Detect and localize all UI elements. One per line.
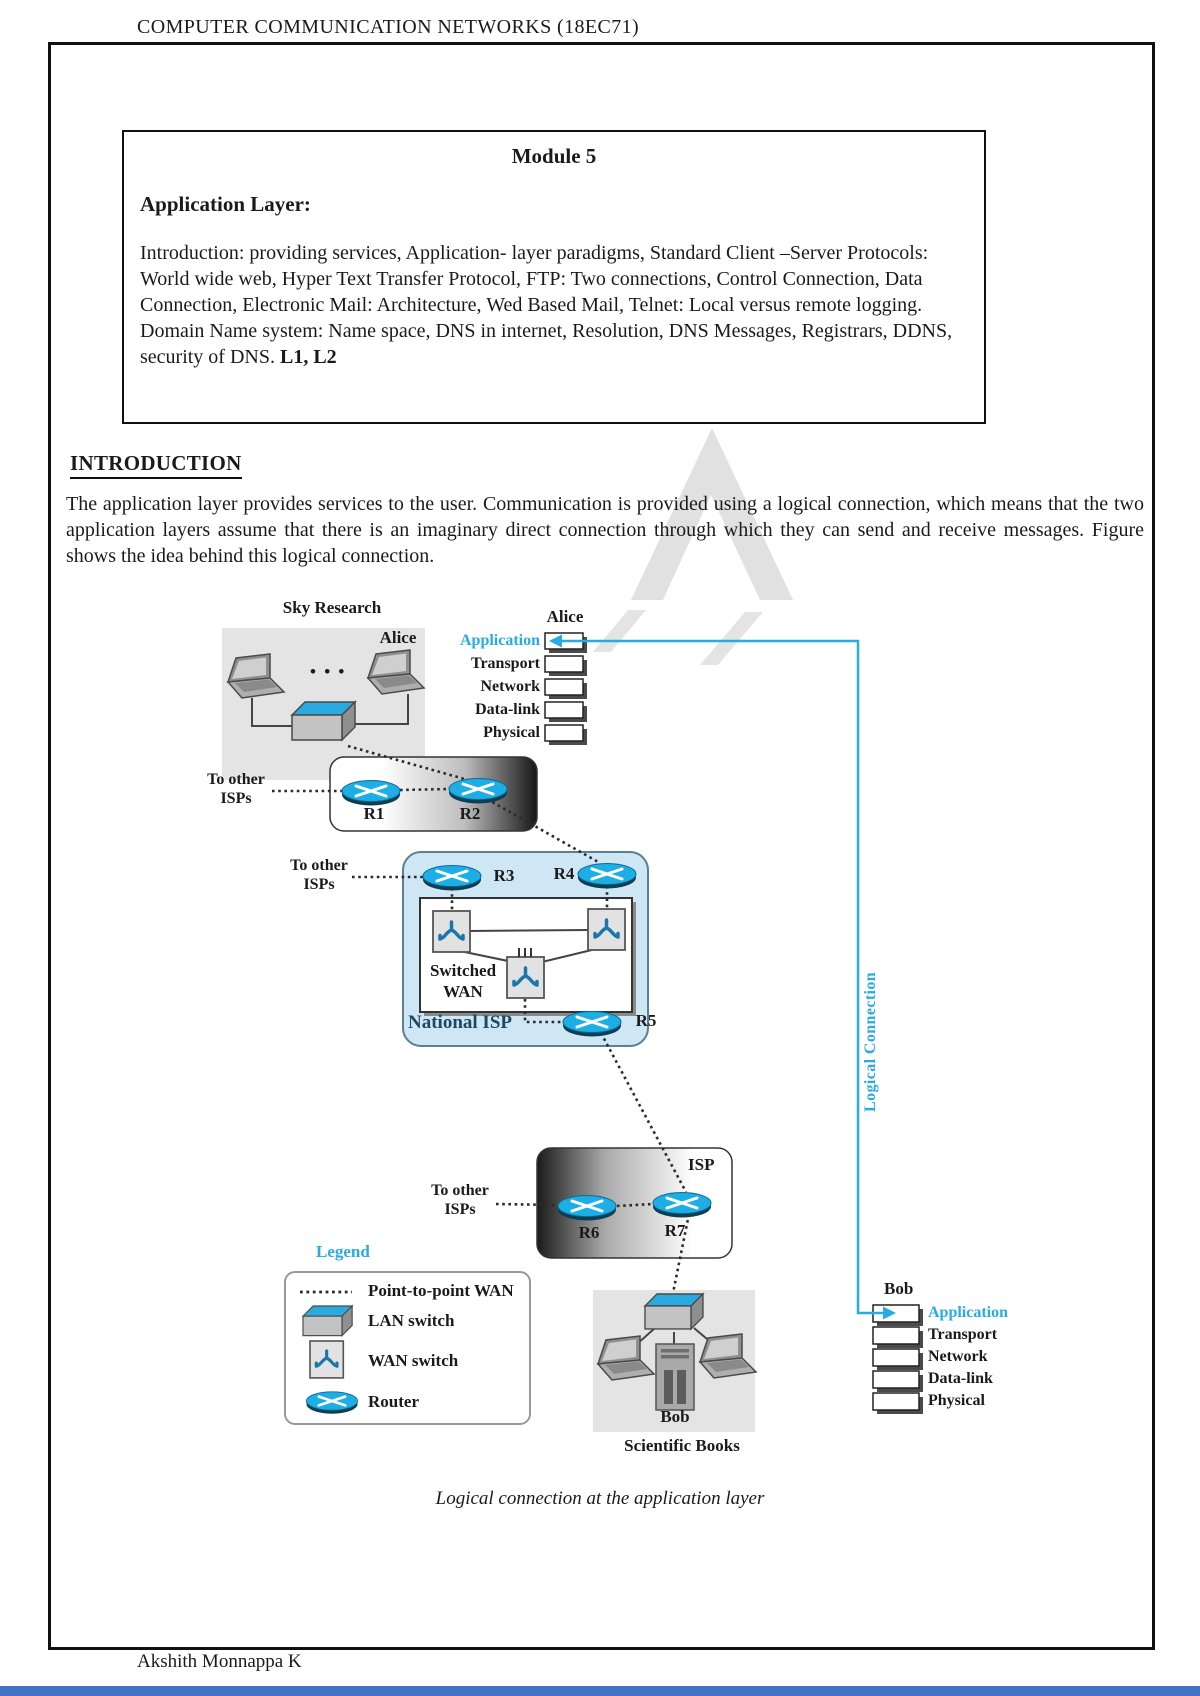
page-title: COMPUTER COMMUNICATION NETWORKS (18EC71) (137, 16, 640, 38)
alice-stack-name: Alice (546, 607, 584, 626)
alice-layer-datalink: Data-link (475, 701, 540, 718)
alice-layer-box (544, 701, 588, 723)
router-r4-label: R4 (553, 864, 575, 883)
intro-paragraph: The application layer provides services … (66, 493, 1144, 567)
alice-layer-physical: Physical (483, 724, 540, 741)
router-r7-label: R7 (664, 1221, 686, 1240)
wan-switch-icon (586, 907, 627, 952)
scientific-books-label: Scientific Books (624, 1436, 740, 1455)
wan-switch-icon (431, 909, 472, 954)
router-r2-label: R2 (459, 804, 481, 823)
bob-layer-box (872, 1370, 924, 1393)
alice-layer-box (544, 632, 588, 654)
bob-layer-box (872, 1348, 924, 1371)
module-heading: Application Layer: (140, 192, 311, 216)
router-r5-icon (561, 1010, 623, 1038)
more-hosts-dots: • • • (310, 662, 347, 681)
bob-layer-box (872, 1326, 924, 1349)
router-r7-icon (651, 1191, 713, 1219)
laptop-icon (699, 1333, 757, 1379)
alice-layer-box (544, 724, 588, 746)
bob-layer-box (872, 1392, 924, 1415)
module-body-bold: L1, L2 (274, 346, 337, 368)
logical-connection-label: Logical Connection (862, 971, 879, 1112)
router-r3-icon (421, 864, 483, 892)
alice-layer-network: Network (480, 678, 540, 695)
router-legend-icon (305, 1390, 359, 1416)
switched-wan-label: Switched WAN (429, 961, 497, 1001)
bob-layer-transport: Transport (928, 1326, 998, 1343)
wan-switch-icon (505, 955, 546, 1000)
page-footer: Akshith Monnappa K (137, 1651, 302, 1672)
alice-layer-box (544, 655, 588, 677)
module-body: Introduction: providing services, Applic… (140, 240, 964, 370)
router-r2-icon (447, 777, 509, 805)
module-body-text: Introduction: providing services, Applic… (140, 242, 953, 368)
module-title: Module 5 (511, 144, 597, 168)
laptop-icon (597, 1335, 655, 1381)
bottom-bar (0, 1686, 1200, 1696)
router-r1-icon (340, 779, 402, 807)
lan-switch-legend-icon (302, 1305, 353, 1337)
lan-switch-icon (644, 1293, 704, 1330)
bob-host-label: Bob (660, 1407, 690, 1426)
router-r1-label: R1 (363, 804, 385, 823)
module-box: Module 5 Application Layer: Introduction… (122, 130, 986, 424)
national-isp-label: National ISP (408, 1012, 512, 1033)
bob-layer-box (872, 1304, 924, 1327)
sky-research-label: Sky Research (282, 598, 382, 617)
alice-layer-transport: Transport (470, 655, 540, 672)
router-r3-label: R3 (493, 866, 515, 885)
legend-item-p2p-wan: Point-to-point WAN (368, 1281, 514, 1300)
router-r6-icon (556, 1194, 618, 1222)
desktop-tower-icon (655, 1343, 695, 1411)
figure-caption: Logical connection at the application la… (435, 1488, 765, 1509)
wan-switch-legend-icon (308, 1339, 345, 1380)
bob-stack-name: Bob (884, 1279, 914, 1298)
alice-layer-application: Application (459, 632, 540, 649)
wan-switch-ports (518, 948, 532, 957)
bob-layer-physical: Physical (928, 1392, 985, 1409)
router-r5-label: R5 (635, 1011, 657, 1030)
lan-switch-icon (291, 701, 356, 741)
bob-layer-network: Network (928, 1348, 988, 1365)
intro-heading: INTRODUCTION (70, 451, 242, 479)
router-r4-icon (576, 862, 638, 890)
legend-item-router: Router (368, 1392, 419, 1411)
legend-item-lan-switch: LAN switch (368, 1311, 455, 1330)
router-r6-label: R6 (578, 1223, 600, 1242)
bob-layer-application: Application (928, 1304, 1009, 1321)
logical-connection-line (549, 634, 896, 1320)
isp-label: ISP (688, 1155, 715, 1174)
sky-research-area (222, 628, 425, 780)
bob-layer-datalink: Data-link (928, 1370, 993, 1387)
legend-title: Legend (316, 1242, 370, 1261)
alice-layer-box (544, 678, 588, 700)
legend-item-wan-switch: WAN switch (368, 1351, 459, 1370)
laptop-icon (227, 653, 285, 699)
